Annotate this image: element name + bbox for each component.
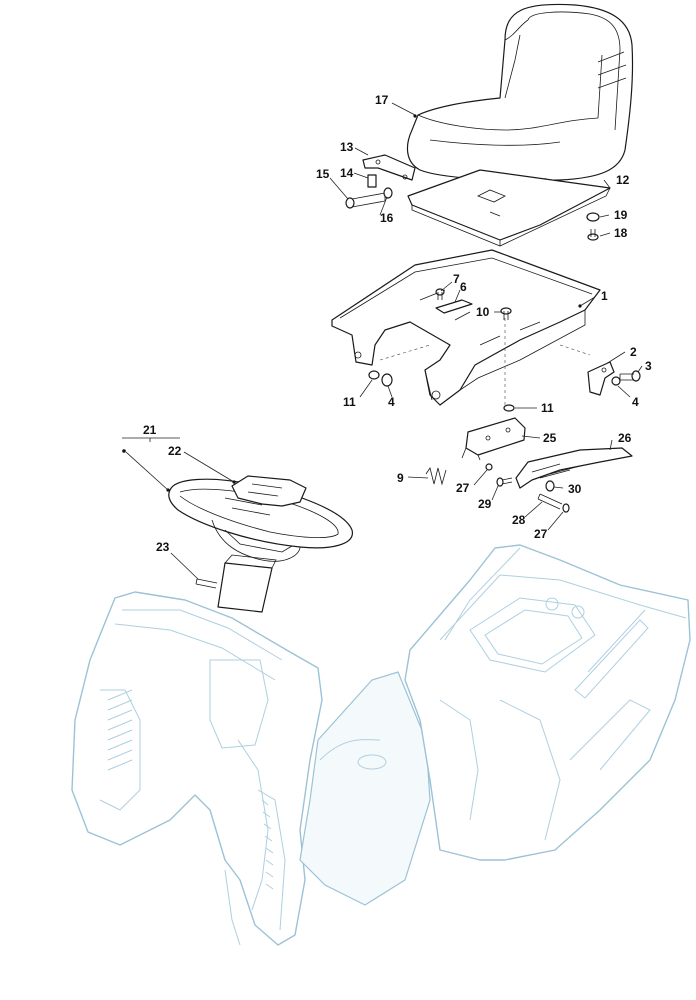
washer [383, 187, 393, 199]
pedal-lever-26 [515, 447, 633, 489]
screw-29 [496, 477, 513, 487]
seat [406, 3, 634, 185]
pin-28 [537, 493, 563, 510]
switch-25 [461, 417, 526, 461]
washer-27b [562, 503, 570, 513]
callout-30: 30 [568, 482, 582, 496]
callout-21: 21 [143, 423, 157, 437]
leader-lines [122, 102, 643, 580]
screw-3 [619, 370, 641, 382]
washer-27a [485, 463, 493, 471]
callout-15: 15 [316, 167, 330, 181]
callout-17: 17 [375, 93, 389, 107]
callout-7: 7 [453, 272, 460, 286]
callout-1: 1 [601, 289, 608, 303]
callout-11b: 11 [541, 401, 554, 415]
callout-19: 19 [614, 208, 628, 222]
callout-6: 6 [460, 280, 467, 294]
callout-27b: 27 [534, 527, 548, 541]
callout-28: 28 [512, 513, 526, 527]
callout-25: 25 [543, 431, 557, 445]
callout-26: 26 [618, 431, 632, 445]
callout-12: 12 [616, 173, 630, 187]
washer-4c [611, 376, 621, 386]
bracket-2 [587, 361, 615, 396]
seat-plate [407, 169, 611, 247]
seat-adjuster-bracket [362, 154, 416, 181]
seat-frame [331, 249, 601, 406]
vent-slots [107, 689, 133, 771]
bushing-30 [545, 480, 555, 492]
pin-23 [195, 578, 218, 589]
screw-18 [587, 229, 599, 241]
washer-19 [586, 212, 600, 222]
callout-4c: 4 [632, 395, 639, 409]
spring-9 [425, 467, 447, 486]
callout-10: 10 [476, 305, 490, 319]
nut-11b [503, 404, 515, 412]
callout-14: 14 [340, 166, 354, 180]
washer-4a [381, 373, 393, 387]
steering-cover-22 [231, 475, 307, 507]
callout-29: 29 [478, 497, 492, 511]
callout-9: 9 [397, 471, 404, 485]
steering-column [217, 554, 277, 613]
pin [345, 192, 386, 209]
callout-27a: 27 [456, 481, 470, 495]
adjuster-knob [367, 174, 377, 188]
leader-dots [122, 114, 582, 492]
nut-11a [368, 370, 380, 380]
callout-2: 2 [630, 345, 637, 359]
callout-13: 13 [340, 140, 354, 154]
callout-23: 23 [156, 540, 170, 554]
mower-body-context [71, 544, 691, 946]
callout-22: 22 [168, 444, 182, 458]
callout-18: 18 [614, 226, 628, 240]
callout-16: 16 [380, 211, 394, 225]
clip-6 [435, 299, 473, 314]
callout-11a: 11 [343, 395, 356, 409]
screw-10 [500, 307, 512, 320]
callout-3: 3 [645, 359, 652, 373]
callout-4a: 4 [388, 395, 395, 409]
callout-labels: 17 12 13 14 15 16 19 18 1 7 6 10 11 4 11… [143, 93, 652, 554]
